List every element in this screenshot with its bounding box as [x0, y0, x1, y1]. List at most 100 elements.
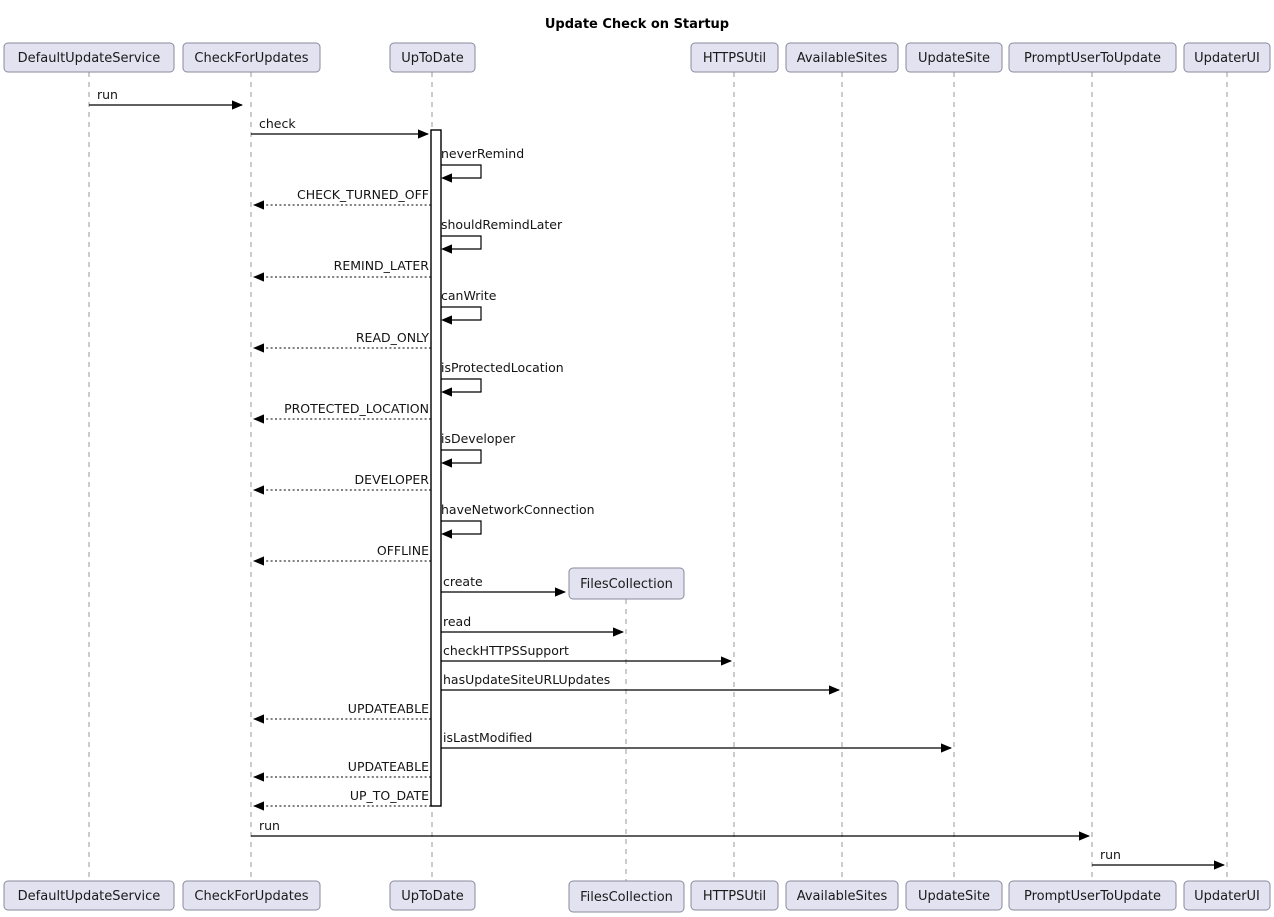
participant-box[interactable] — [1008, 880, 1177, 911]
participant-top-updatesite[interactable]: UpdateSite — [905, 42, 1003, 73]
participant-top-uptodate[interactable]: UpToDate — [389, 42, 476, 73]
participant-box[interactable] — [1183, 880, 1271, 911]
participant-top-promptusertoupdate[interactable]: PromptUserToUpdate — [1008, 42, 1177, 73]
message-6-canwrite: canWrite — [441, 288, 497, 325]
participant-box[interactable] — [389, 42, 476, 73]
participant-top-updaterui[interactable]: UpdaterUI — [1183, 42, 1271, 73]
participant-label: PromptUserToUpdate — [1024, 51, 1161, 66]
message-label: DEVELOPER — [355, 472, 430, 487]
messages-layer: run check neverRemindCHECK_TURNED_OFFshoul… — [89, 87, 1225, 870]
participant-box[interactable] — [568, 567, 685, 600]
arrowhead-right — [1214, 860, 1225, 870]
participant-box[interactable] — [785, 880, 899, 911]
arrowhead-left — [253, 200, 264, 210]
participant-box[interactable] — [182, 42, 321, 73]
message-label: PROTECTED_LOCATION — [284, 401, 429, 416]
participant-label: FilesCollection — [580, 577, 673, 592]
participant-bottom-filescollection[interactable]: FilesCollection — [568, 880, 685, 913]
participant-top-httpsutil[interactable]: HTTPSUtil — [690, 42, 779, 73]
participant-label: AvailableSites — [797, 51, 888, 66]
message-label: isProtectedLocation — [441, 360, 564, 375]
participant-bottom-defaultupdateservice[interactable]: DefaultUpdateService — [3, 880, 175, 911]
participant-label: DefaultUpdateService — [18, 889, 161, 904]
participant-box[interactable] — [3, 880, 175, 911]
participant-bottom-updaterui[interactable]: UpdaterUI — [1183, 880, 1271, 911]
participant-top-checkforupdates[interactable]: CheckForUpdates — [182, 42, 321, 73]
message-2-neverremind: neverRemind — [441, 146, 524, 183]
message-20-updateable: UPDATEABLE — [253, 759, 431, 782]
participant-bottom-uptodate[interactable]: UpToDate — [389, 880, 476, 911]
message-label: READ_ONLY — [356, 330, 430, 345]
arrowhead-right — [232, 100, 243, 110]
participant-bottom-updatesite[interactable]: UpdateSite — [905, 880, 1003, 911]
participant-label: UpdateSite — [918, 51, 990, 66]
self-call-path — [441, 235, 482, 250]
arrowhead-left — [441, 529, 452, 539]
participant-box[interactable] — [690, 880, 779, 911]
participant-label: HTTPSUtil — [703, 51, 766, 66]
participant-box[interactable] — [3, 42, 175, 73]
message-4-shouldremindlater: shouldRemindLater — [441, 217, 563, 254]
message-16-checkhttpssupport: checkHTTPSSupport — [441, 643, 732, 666]
message-13-offline: OFFLINE — [253, 543, 431, 566]
participant-label: UpdaterUI — [1194, 889, 1260, 904]
arrowhead-right — [555, 587, 566, 597]
participant-box[interactable] — [389, 880, 476, 911]
participant-bottom-availablesites[interactable]: AvailableSites — [785, 880, 899, 911]
message-0-run: run — [89, 87, 243, 110]
message-23-run: run — [1092, 847, 1225, 870]
activations-layer — [430, 129, 442, 807]
message-3-check-turned-off: CHECK_TURNED_OFF — [253, 187, 431, 210]
message-17-hasupdatesiteurlupdates: hasUpdateSiteURLUpdates — [441, 672, 840, 695]
message-label: CHECK_TURNED_OFF — [297, 187, 429, 202]
participant-box[interactable] — [785, 42, 899, 73]
arrowhead-left — [253, 801, 264, 811]
arrowhead-left — [253, 414, 264, 424]
participant-box[interactable] — [690, 42, 779, 73]
message-label: isLastModified — [443, 730, 532, 745]
participant-box[interactable] — [905, 42, 1003, 73]
arrowhead-right — [613, 627, 624, 637]
participant-label: UpToDate — [401, 889, 464, 904]
participant-box[interactable] — [905, 880, 1003, 911]
message-8-isprotectedlocation: isProtectedLocation — [441, 360, 564, 397]
participant-box[interactable] — [1008, 42, 1177, 73]
arrowhead-left — [253, 272, 264, 282]
message-10-isdeveloper: isDeveloper — [441, 431, 516, 468]
participant-box[interactable] — [182, 880, 321, 911]
message-9-protected-location: PROTECTED_LOCATION — [253, 401, 431, 424]
message-label: check — [259, 116, 296, 131]
participant-top-filescollection[interactable]: FilesCollection — [568, 567, 685, 600]
arrowhead-right — [1079, 831, 1090, 841]
diagram-title: Update Check on Startup — [545, 17, 729, 32]
arrowhead-left — [441, 458, 452, 468]
arrowhead-left — [253, 485, 264, 495]
participant-label: CheckForUpdates — [194, 51, 308, 66]
message-22-run: run — [251, 818, 1090, 841]
message-18-updateable: UPDATEABLE — [253, 701, 431, 724]
participant-bottom-promptusertoupdate[interactable]: PromptUserToUpdate — [1008, 880, 1177, 911]
participant-box[interactable] — [568, 880, 685, 913]
participant-bottom-httpsutil[interactable]: HTTPSUtil — [690, 880, 779, 911]
message-label: hasUpdateSiteURLUpdates — [443, 672, 610, 687]
message-label: checkHTTPSSupport — [443, 643, 569, 658]
participants-layer: DefaultUpdateServiceDefaultUpdateService… — [3, 42, 1271, 913]
message-label: run — [1100, 847, 1121, 862]
arrowhead-right — [829, 685, 840, 695]
message-1-check: check — [251, 116, 429, 139]
self-call-path — [441, 164, 482, 179]
message-5-remind-later: REMIND_LATER — [253, 258, 431, 282]
message-label: run — [97, 87, 118, 102]
participant-top-defaultupdateservice[interactable]: DefaultUpdateService — [3, 42, 175, 73]
message-label: neverRemind — [441, 146, 524, 161]
message-12-havenetworkconnection: haveNetworkConnection — [441, 502, 595, 539]
participant-top-availablesites[interactable]: AvailableSites — [785, 42, 899, 73]
arrowhead-left — [253, 556, 264, 566]
message-11-developer: DEVELOPER — [253, 472, 431, 495]
message-21-up-to-date: UP_TO_DATE — [253, 788, 431, 811]
participant-bottom-checkforupdates[interactable]: CheckForUpdates — [182, 880, 321, 911]
participant-box[interactable] — [1183, 42, 1271, 73]
participant-label: FilesCollection — [580, 890, 673, 905]
